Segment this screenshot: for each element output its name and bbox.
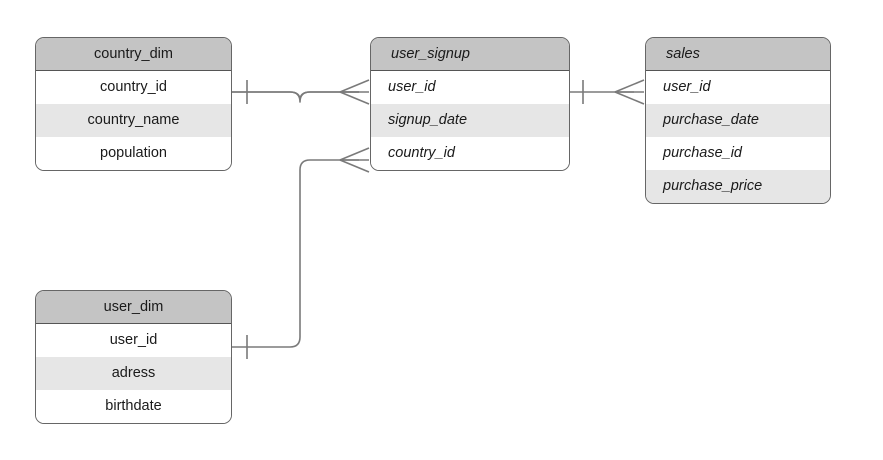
entity-user_dim[interactable]: user_dim user_id adress birthdate xyxy=(35,290,232,424)
entity-title-sales: sales xyxy=(646,38,830,71)
entity-title-user_dim: user_dim xyxy=(36,291,231,324)
entity-field-purchase_date[interactable]: purchase_date xyxy=(646,104,830,137)
entity-field-purchase_price[interactable]: purchase_price xyxy=(646,170,830,203)
crows-foot-many xyxy=(339,147,370,173)
crows-foot-many xyxy=(339,79,370,105)
entity-field-country_id[interactable]: country_id xyxy=(371,137,569,170)
entity-field-user_id[interactable]: user_id xyxy=(646,71,830,104)
entity-country_dim[interactable]: country_dim country_id country_name popu… xyxy=(35,37,232,171)
entity-field-user_id[interactable]: user_id xyxy=(371,71,569,104)
entity-field-country_name[interactable]: country_name xyxy=(36,104,231,137)
entity-sales[interactable]: sales user_id purchase_date purchase_id … xyxy=(645,37,831,204)
relationship-country_dim-to-user_signup[interactable] xyxy=(232,79,370,105)
relationship-user_signup-to-sales[interactable] xyxy=(570,79,645,105)
entity-field-country_id[interactable]: country_id xyxy=(36,71,231,104)
entity-field-adress[interactable]: adress xyxy=(36,357,231,390)
entity-title-country_dim: country_dim xyxy=(36,38,231,71)
entity-field-user_id[interactable]: user_id xyxy=(36,324,231,357)
entity-field-signup_date[interactable]: signup_date xyxy=(371,104,569,137)
entity-user_signup[interactable]: user_signup user_id signup_date country_… xyxy=(370,37,570,171)
crows-foot-many xyxy=(614,79,645,105)
entity-field-population[interactable]: population xyxy=(36,137,231,170)
relationship-user_dim-to-user_signup[interactable] xyxy=(232,147,370,359)
entity-field-birthdate[interactable]: birthdate xyxy=(36,390,231,423)
entity-field-purchase_id[interactable]: purchase_id xyxy=(646,137,830,170)
entity-title-user_signup: user_signup xyxy=(371,38,569,71)
